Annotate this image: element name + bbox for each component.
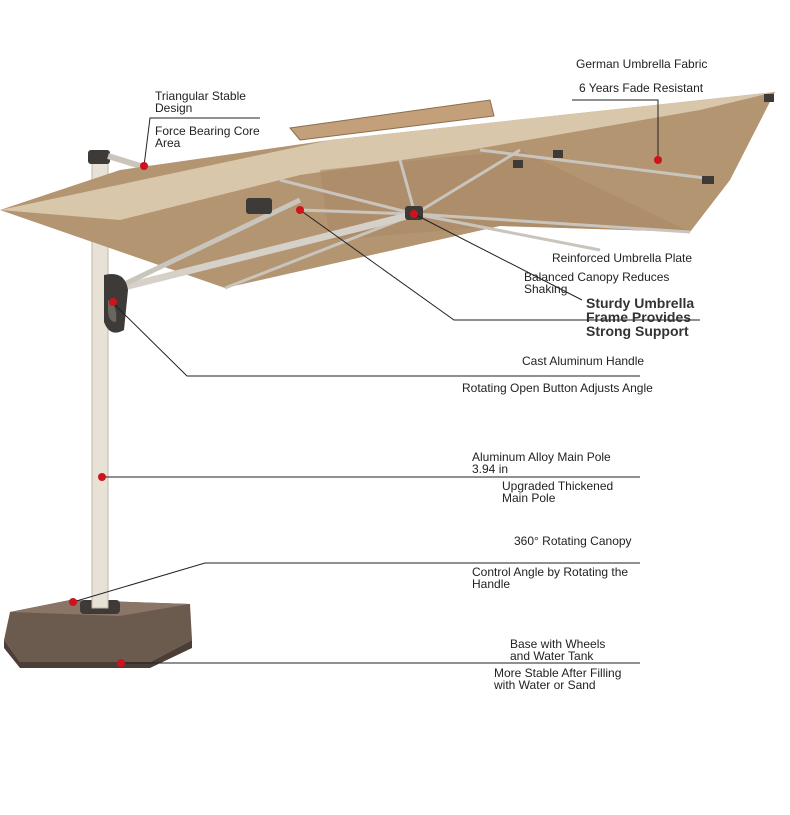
label-pole: Aluminum Alloy Main Pole 3.94 in [472, 450, 611, 476]
pole-cap [88, 150, 110, 164]
label-handle: Cast Aluminum Handle [522, 354, 645, 368]
label-fabric: German Umbrella Fabric [576, 57, 708, 71]
label-thickened: Upgraded Thickened Main Pole [502, 479, 614, 505]
label-core: Force Bearing Core Area [155, 124, 260, 150]
label-fade: 6 Years Fade Resistant [579, 81, 704, 95]
label-plate: Reinforced Umbrella Plate [552, 251, 693, 265]
marker-dots [69, 156, 662, 667]
canopy-illustration [0, 92, 775, 288]
label-triangular: Triangular Stable Design [155, 89, 246, 115]
label-balanced: Balanced Canopy Reduces Shaking [524, 270, 670, 296]
frame-ribs [224, 148, 706, 290]
leader-lines [72, 99, 700, 664]
label-rotating-canopy: 360° Rotating Canopy [514, 534, 632, 548]
arm-joint [246, 198, 272, 214]
base-illustration [4, 600, 192, 668]
label-control: Control Angle by Rotating the Handle [472, 565, 629, 591]
label-sturdy: Sturdy Umbrella Frame Provides Strong Su… [586, 295, 695, 339]
label-rotating-open: Rotating Open Button Adjusts Angle [462, 381, 653, 395]
label-stable: More Stable After Filling with Water or … [494, 666, 622, 692]
label-base: Base with Wheels and Water Tank [510, 637, 606, 663]
main-arm [111, 210, 416, 294]
